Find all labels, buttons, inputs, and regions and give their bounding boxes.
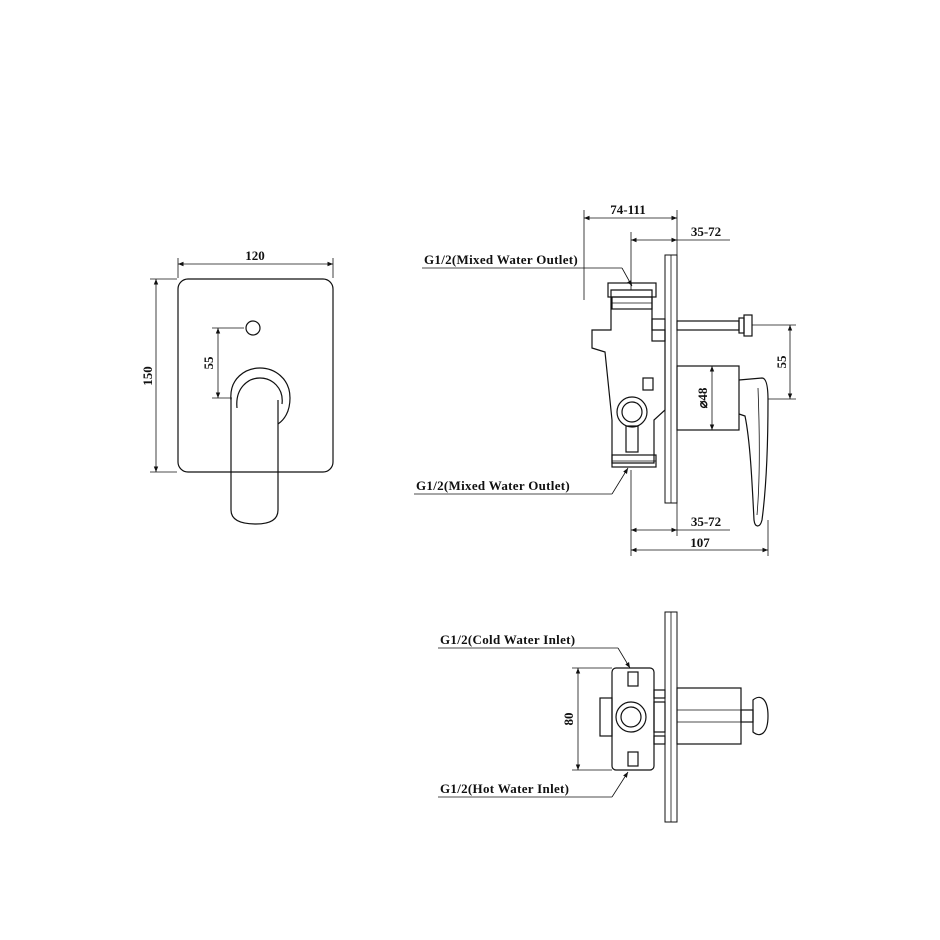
side-top-outlet-leader: G1/2(Mixed Water Outlet) xyxy=(422,252,633,287)
front-view: 120 150 55 xyxy=(140,248,334,525)
side-diameter-dimension: ⌀48 xyxy=(695,366,715,430)
front-offset-dimension: 55 xyxy=(201,327,244,399)
bottom-hot-inlet-label: G1/2(Hot Water Inlet) xyxy=(440,781,569,796)
bottom-cold-inlet-leader: G1/2(Cold Water Inlet) xyxy=(438,632,631,669)
front-width-dimension: 120 xyxy=(177,248,334,278)
side-diameter-label: ⌀48 xyxy=(695,387,710,408)
front-height-dimension: 150 xyxy=(140,278,177,473)
side-depth-label: 107 xyxy=(690,535,710,550)
bottom-handle-stem xyxy=(676,687,769,745)
bottom-spacing-label: 80 xyxy=(561,713,576,726)
bottom-spacing-dimension: 80 xyxy=(561,667,612,771)
side-height-label: 55 xyxy=(774,355,789,369)
side-handle xyxy=(676,365,769,527)
side-diverter-stem xyxy=(676,314,753,337)
bottom-valve-body xyxy=(599,667,666,771)
bottom-hot-inlet-leader: G1/2(Hot Water Inlet) xyxy=(438,771,629,798)
bottom-cold-inlet-label: G1/2(Cold Water Inlet) xyxy=(440,632,575,647)
side-view: 74-111 35-72 xyxy=(414,202,796,556)
front-handle xyxy=(230,367,291,525)
side-bottom-outlet-leader: G1/2(Mixed Water Outlet) xyxy=(414,467,629,495)
side-bottom-wall-dimension: 35-72 xyxy=(630,470,730,556)
side-top-wall-label: 35-72 xyxy=(691,224,721,239)
diverter-knob xyxy=(245,320,261,336)
side-depth-dimension: 107 xyxy=(631,520,769,556)
front-height-label: 150 xyxy=(140,366,155,386)
side-top-outlet-label: G1/2(Mixed Water Outlet) xyxy=(424,252,578,267)
bottom-view: 80 G1/2(Cold Water Inlet) G1/2(Hot Water… xyxy=(438,611,769,823)
cover-plate xyxy=(177,278,334,473)
side-bottom-outlet-label: G1/2(Mixed Water Outlet) xyxy=(416,478,570,493)
front-offset-label: 55 xyxy=(201,356,216,370)
front-width-label: 120 xyxy=(245,248,265,263)
side-bottom-wall-label: 35-72 xyxy=(691,514,721,529)
side-top-range-label: 74-111 xyxy=(610,202,645,217)
side-height-dimension: 55 xyxy=(752,324,796,400)
side-top-wall-dimension: 35-72 xyxy=(630,224,730,290)
side-valve-body xyxy=(591,282,666,468)
side-top-range-dimension: 74-111 xyxy=(583,202,678,300)
